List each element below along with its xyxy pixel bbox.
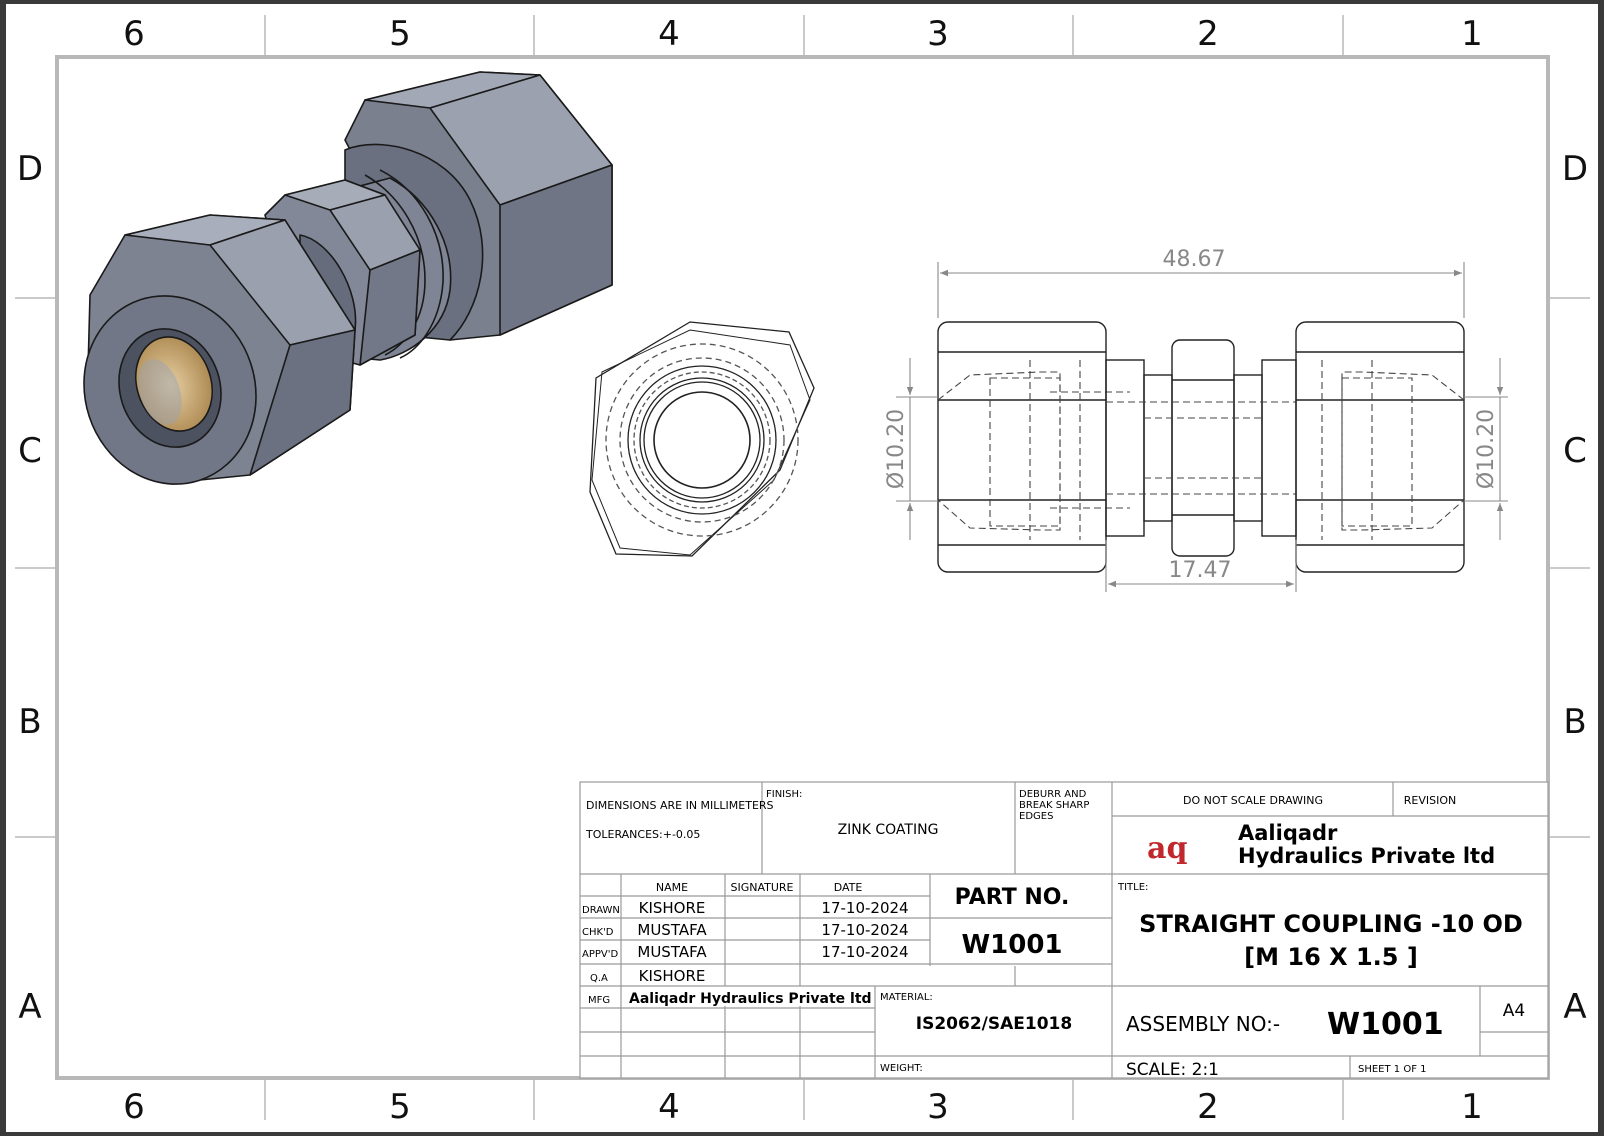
zone-col-5-bottom: 5	[389, 1087, 411, 1127]
zone-col-2-bottom: 2	[1197, 1087, 1219, 1127]
tolerance-note: TOLERANCES:+-0.05	[585, 828, 700, 841]
qa-role: Q.A	[590, 973, 608, 984]
col-signature-header: SIGNATURE	[730, 881, 793, 894]
end-view	[589, 321, 815, 557]
deburr-line-1: DEBURR AND	[1019, 789, 1087, 800]
drawn-name: KISHORE	[639, 899, 706, 917]
sheet-count: SHEET 1 OF 1	[1358, 1064, 1427, 1075]
zone-col-3: 3	[927, 14, 949, 54]
dim-body-length: 17.47	[1169, 558, 1232, 583]
finish-value: ZINK COATING	[838, 822, 939, 838]
part-no-label: PART NO.	[955, 885, 1070, 910]
side-view	[937, 321, 1465, 573]
zone-col-6: 6	[123, 14, 145, 54]
zone-col-2: 2	[1197, 14, 1219, 54]
finish-label: FINISH:	[766, 789, 802, 800]
scale-label: SCALE: 2:1	[1126, 1060, 1219, 1080]
zone-col-4-bottom: 4	[658, 1087, 680, 1127]
revision-label: REVISION	[1404, 794, 1456, 807]
dim-right-bore: Ø10.20	[1474, 409, 1499, 489]
approved-role: APPV'D	[582, 949, 618, 960]
approved-name: MUSTAFA	[637, 943, 707, 961]
zone-col-1-bottom: 1	[1461, 1087, 1483, 1127]
zone-row-a: A	[18, 987, 41, 1027]
col-name-header: NAME	[656, 881, 688, 894]
material-label: MATERIAL:	[880, 992, 933, 1003]
drawn-date: 17-10-2024	[821, 899, 908, 917]
col-date-header: DATE	[834, 881, 863, 894]
dim-left-bore: Ø10.20	[884, 409, 909, 489]
checked-role: CHK'D	[582, 927, 614, 938]
checked-name: MUSTAFA	[637, 921, 707, 939]
title-label: TITLE:	[1117, 882, 1148, 893]
mfg-value: Aaliqadr Hydraulics Private ltd	[629, 991, 872, 1007]
dim-overall-length: 48.67	[1163, 247, 1226, 272]
zone-row-b: B	[18, 702, 41, 742]
do-not-scale-note: DO NOT SCALE DRAWING	[1183, 794, 1323, 807]
zone-labels-left: D C B A	[17, 149, 43, 1027]
company-logo: aq	[1147, 831, 1187, 866]
material-value: IS2062/SAE1018	[916, 1014, 1072, 1034]
part-no-value: W1001	[961, 930, 1062, 960]
zone-row-d-right: D	[1562, 149, 1588, 189]
zone-col-3-bottom: 3	[927, 1087, 949, 1127]
mfg-label: MFG	[588, 995, 610, 1006]
zone-col-4: 4	[658, 14, 680, 54]
weight-label: WEIGHT:	[880, 1063, 923, 1074]
assembly-no-label: ASSEMBLY NO:-	[1126, 1012, 1280, 1036]
zone-labels-top: 6 5 4 3 2 1	[123, 14, 1483, 54]
title-block	[579, 781, 1549, 1079]
qa-name: KISHORE	[639, 967, 706, 985]
title-block-text: DIMENSIONS ARE IN MILLIMETERS TOLERANCES…	[582, 789, 1525, 1080]
units-note: DIMENSIONS ARE IN MILLIMETERS	[586, 799, 774, 812]
approved-date: 17-10-2024	[821, 943, 908, 961]
drawing-title-line-2: [M 16 X 1.5 ]	[1244, 943, 1418, 971]
dimension-lines	[896, 262, 1508, 592]
zone-labels-bottom: 6 5 4 3 2 1	[123, 1087, 1483, 1127]
deburr-line-3: EDGES	[1019, 811, 1053, 822]
zone-col-6-bottom: 6	[123, 1087, 145, 1127]
drawing-title-line-1: STRAIGHT COUPLING -10 OD	[1139, 910, 1523, 938]
zone-col-5: 5	[389, 14, 411, 54]
zone-row-d: D	[17, 149, 43, 189]
checked-date: 17-10-2024	[821, 921, 908, 939]
zone-row-c: C	[18, 431, 42, 471]
zone-labels-right: D C B A	[1562, 149, 1588, 1027]
company-name-line-2: Hydraulics Private ltd	[1238, 844, 1495, 868]
zone-col-1: 1	[1461, 14, 1483, 54]
zone-row-a-right: A	[1563, 987, 1586, 1027]
zone-row-c-right: C	[1563, 431, 1587, 471]
assembly-no-value: W1001	[1327, 1007, 1444, 1042]
isometric-view	[83, 71, 613, 485]
company-name-line-1: Aaliqadr	[1238, 821, 1338, 845]
zone-row-b-right: B	[1563, 702, 1586, 742]
drawn-role: DRAWN	[582, 905, 620, 916]
deburr-line-2: BREAK SHARP	[1019, 800, 1089, 811]
sheet-size: A4	[1503, 1001, 1525, 1021]
